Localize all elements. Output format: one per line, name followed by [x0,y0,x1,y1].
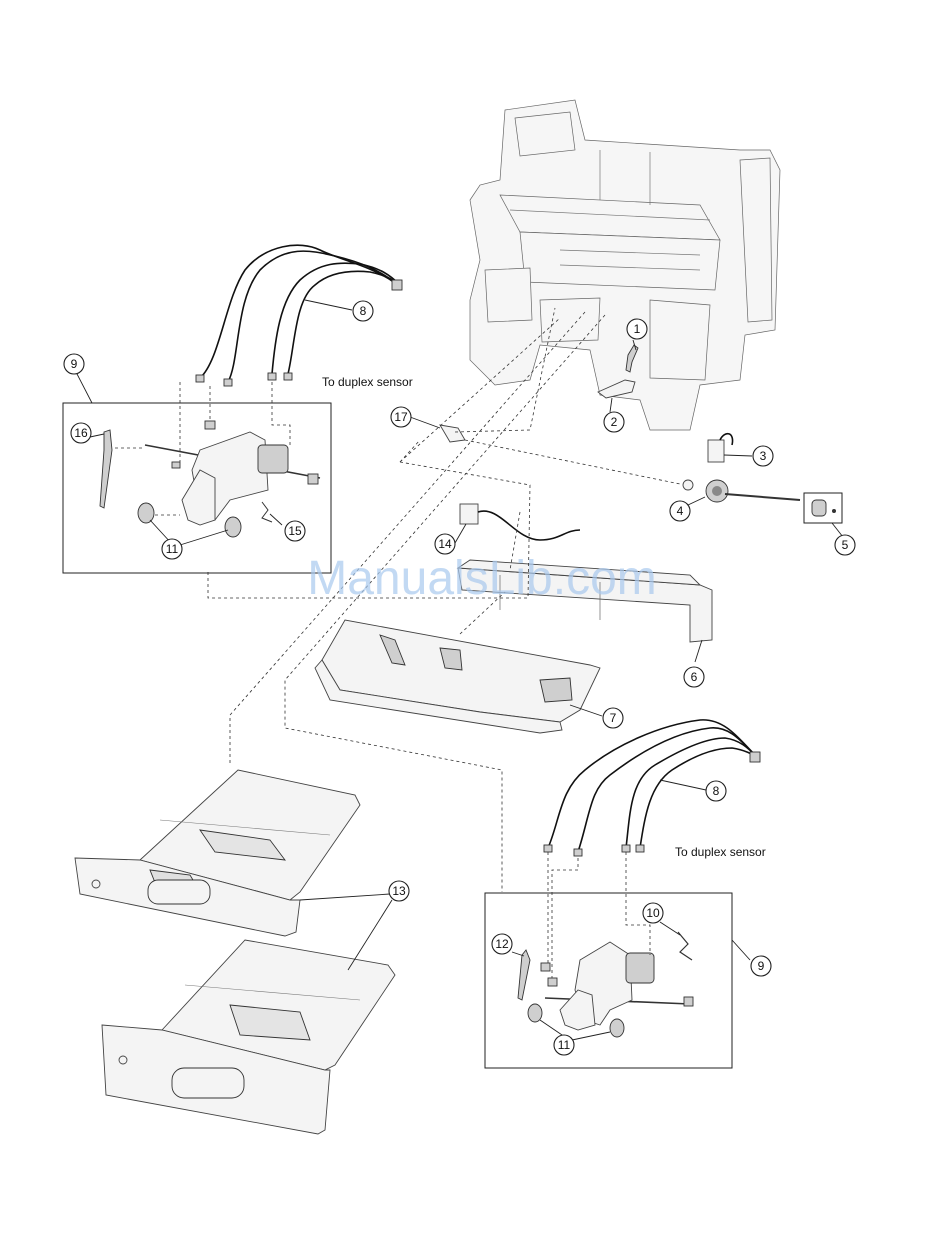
callout-5: 5 [835,535,855,555]
svg-text:10: 10 [646,906,660,920]
part-14-sensor [455,504,580,543]
callout-6: 6 [684,667,704,687]
svg-text:11: 11 [166,542,179,556]
svg-text:17: 17 [394,410,408,424]
svg-text:3: 3 [760,449,767,463]
svg-text:15: 15 [288,524,302,538]
callout-2: 2 [604,412,624,432]
svg-text:5: 5 [842,538,849,552]
drive-assembly-bottom [512,852,693,1040]
part-3-sensor [708,434,752,462]
part-4-gear-shaft [683,480,800,505]
callout-4: 4 [670,501,690,521]
callout-1: 1 [627,319,647,339]
part-5-roller [804,493,843,537]
svg-text:7: 7 [610,711,617,725]
callout-15: 15 [285,521,305,541]
drive-assembly-top [90,382,320,545]
svg-text:8: 8 [360,304,367,318]
svg-text:11: 11 [558,1038,571,1052]
callout-9-top: 9 [64,354,84,374]
callout-7: 7 [603,708,623,728]
svg-text:2: 2 [611,415,618,429]
svg-text:12: 12 [495,937,509,951]
callout-8-top: 8 [353,301,373,321]
callout-11-bottom: 11 [554,1035,574,1055]
callout-11-top: 11 [162,539,182,559]
duplex-sensor-label-top: To duplex sensor [322,375,413,389]
duplex-sensor-label-bottom: To duplex sensor [675,845,766,859]
svg-text:16: 16 [74,426,88,440]
callout-12: 12 [492,934,512,954]
part-17-bracket [410,417,465,442]
svg-text:4: 4 [677,504,684,518]
paper-tray-upper [75,770,360,936]
callout-3: 3 [753,446,773,466]
callout-14: 14 [435,534,455,554]
svg-text:6: 6 [691,670,698,684]
svg-text:1: 1 [634,322,641,336]
part-7-tray-guide [315,620,602,733]
svg-text:8: 8 [713,784,720,798]
svg-text:9: 9 [758,959,765,973]
callout-9-bottom: 9 [751,956,771,976]
callout-8-bottom: 8 [706,781,726,801]
cables-bottom [544,720,760,856]
callout-17: 17 [391,407,411,427]
svg-text:14: 14 [438,537,452,551]
callout-13: 13 [389,881,409,901]
paper-tray-lower [102,940,395,1134]
watermark: ManualsLib.com [307,552,657,605]
svg-text:9: 9 [71,357,78,371]
callout-10: 10 [643,903,663,923]
svg-text:13: 13 [392,884,406,898]
callout-16: 16 [71,423,91,443]
